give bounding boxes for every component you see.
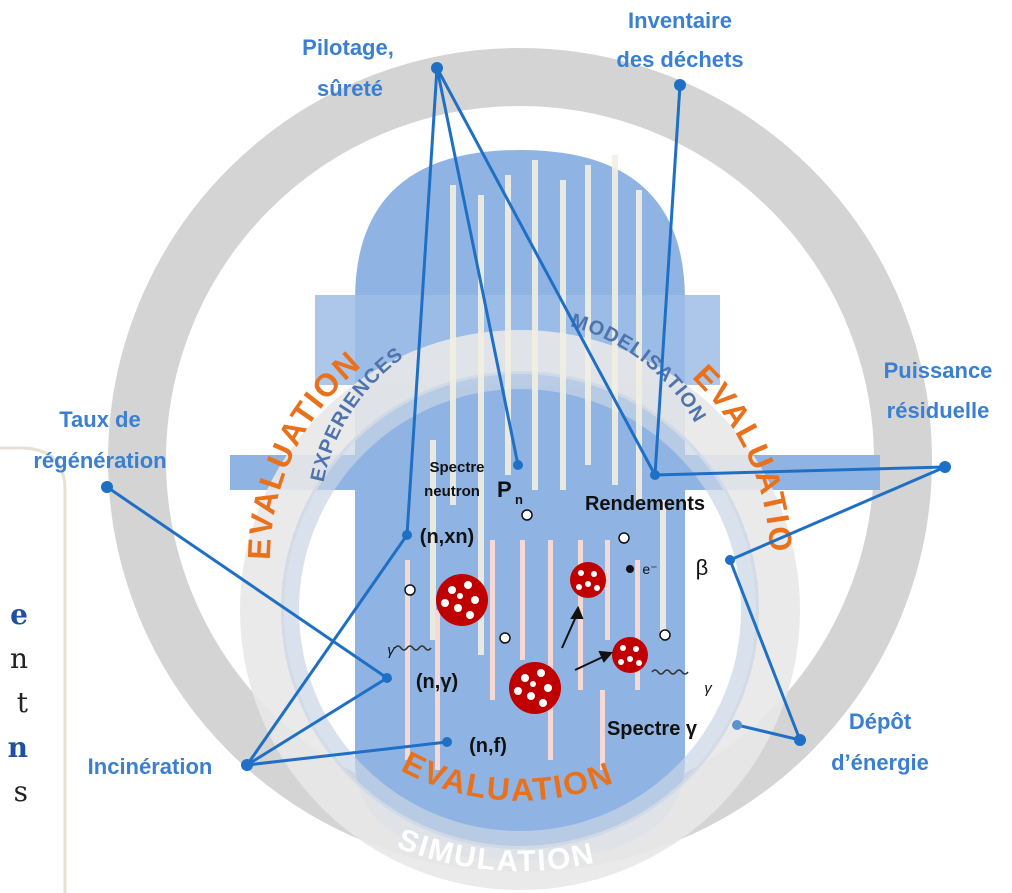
depot-label-2: d’énergie <box>831 750 929 775</box>
spectre-gamma-label: Spectre γ <box>607 718 698 740</box>
neutron-dots <box>404 509 671 644</box>
electron-label: e⁻ <box>642 561 657 577</box>
taux-label-2: régénération <box>33 448 166 473</box>
pilotage-label-2: sûreté <box>317 76 383 101</box>
side-text-line-3: t <box>17 686 29 719</box>
evaluation-ring <box>240 330 800 890</box>
gamma-wave-right <box>651 669 689 675</box>
gamma-right-label: γ <box>704 680 713 697</box>
puissance-label-1: Puissance <box>884 358 993 383</box>
rendements-label: Rendements <box>585 493 705 515</box>
n-xn-label: (n,xn) <box>420 526 474 548</box>
side-panel-border <box>0 446 67 893</box>
incineration-label: Incinération <box>88 754 213 779</box>
inner-labels: Spectre neutron P n Rendements (n,xn) (n… <box>387 459 713 757</box>
side-text-line-2: n <box>10 642 28 675</box>
side-text-line-4: n <box>8 731 28 764</box>
gamma-left-label: γ <box>387 642 396 659</box>
spectre-neutron-label-2: neutron <box>424 483 480 500</box>
pn-subscript: n <box>515 492 523 507</box>
depot-label-1: Dépôt <box>849 709 912 734</box>
side-text-line-5: s <box>14 775 28 808</box>
side-text-line-1: e <box>10 598 28 631</box>
nucleus-large-left <box>436 574 488 626</box>
nucleus-small-top <box>570 562 606 598</box>
outer-labels: Pilotage, sûreté Inventaire des déchets … <box>33 8 992 779</box>
electron-dot <box>626 565 634 573</box>
connector-lines <box>106 67 946 767</box>
nucleus-large-center <box>509 662 561 714</box>
connector-dots <box>101 62 951 771</box>
pn-label: P <box>497 477 512 502</box>
taux-label-1: Taux de <box>59 407 141 432</box>
fuel-rods <box>430 155 666 655</box>
pilotage-label-1: Pilotage, <box>302 35 394 60</box>
n-f-label: (n,f) <box>469 735 507 757</box>
inventaire-label-1: Inventaire <box>628 8 732 33</box>
fission-arrows <box>561 605 614 671</box>
side-text: e n t n s <box>8 598 29 808</box>
gamma-wave-left <box>394 645 432 651</box>
spectre-neutron-label-1: Spectre <box>429 459 484 476</box>
inventaire-label-2: des déchets <box>616 47 743 72</box>
puissance-label-2: résiduelle <box>887 398 990 423</box>
beta-label: β <box>696 555 709 580</box>
nucleus-small-right <box>612 637 648 673</box>
n-gamma-label: (n,γ) <box>416 671 458 693</box>
